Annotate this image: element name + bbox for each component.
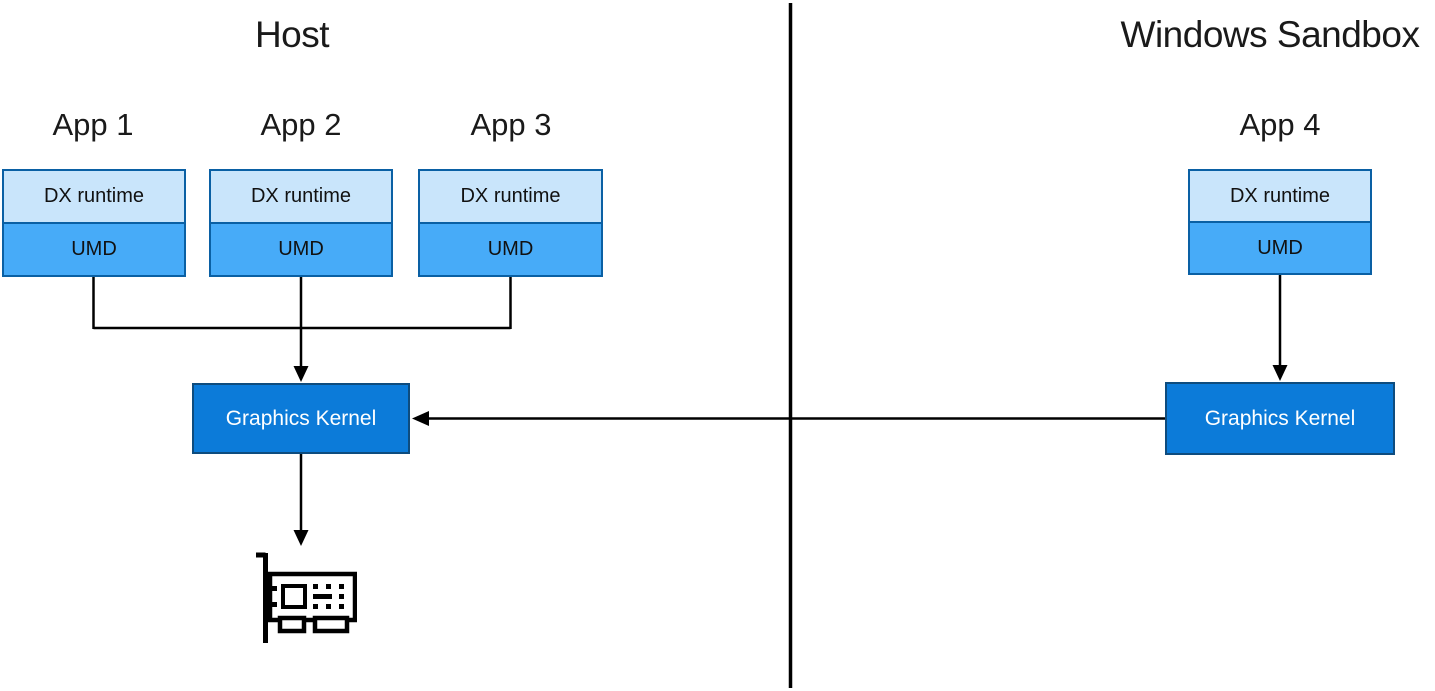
app2-dx-runtime-layer: DX runtime	[211, 171, 391, 222]
sandbox-graphics-kernel-box: Graphics Kernel	[1165, 382, 1395, 455]
arrowhead-app4-to-kernel	[1272, 365, 1288, 381]
app1-stack: DX runtime UMD	[2, 169, 186, 277]
app2-title: App 2	[260, 107, 342, 142]
graphics-card-icon	[252, 548, 358, 648]
app1-dx-runtime-layer: DX runtime	[4, 171, 184, 222]
sandbox-graphics-kernel-label: Graphics Kernel	[1204, 406, 1356, 430]
app3-title: App 3	[470, 107, 552, 142]
arrowhead-kernel-to-gpu	[293, 530, 309, 546]
sandbox-section-title: Windows Sandbox	[1120, 14, 1420, 55]
app3-dx-runtime-layer: DX runtime	[420, 171, 601, 222]
app2-stack: DX runtime UMD	[209, 169, 393, 277]
app4-dx-runtime-layer: DX runtime	[1190, 171, 1370, 221]
host-section-title: Host	[254, 14, 330, 55]
app2-umd-layer: UMD	[211, 222, 391, 275]
app4-stack: DX runtime UMD	[1188, 169, 1372, 275]
arrowhead-sandbox-to-host-kernel	[412, 411, 429, 426]
app1-umd-layer: UMD	[4, 222, 184, 275]
app4-umd-layer: UMD	[1190, 221, 1370, 273]
host-graphics-kernel-box: Graphics Kernel	[192, 383, 410, 454]
app3-umd-layer: UMD	[420, 222, 601, 275]
app1-title: App 1	[52, 107, 134, 142]
app4-title: App 4	[1239, 107, 1321, 142]
app3-stack: DX runtime UMD	[418, 169, 603, 277]
host-graphics-kernel-label: Graphics Kernel	[225, 406, 377, 430]
arrowhead-apps-to-kernel	[293, 366, 309, 382]
